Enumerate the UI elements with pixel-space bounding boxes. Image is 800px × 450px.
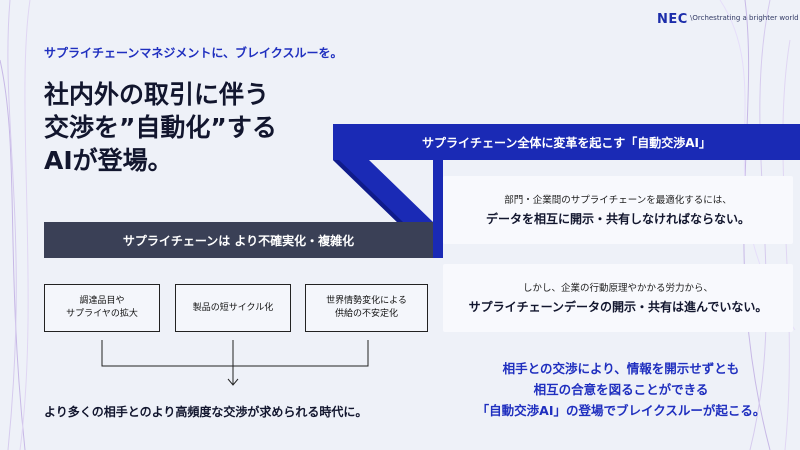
headline-line-2: 交渉を”自動化”する <box>44 113 277 142</box>
band-top-label: サプライチェーン全体に変革を起こす「自動交渉AI」 <box>422 135 711 150</box>
band-joint <box>433 160 443 258</box>
factor-box-supply-instability: 世界情勢変化による 供給の不安定化 <box>305 284 428 332</box>
bottom-statement: より多くの相手とのより高頻度な交渉が求められる時代に。 <box>44 405 368 419</box>
headline-line-3: AIが登場。 <box>44 146 173 175</box>
nec-logo: NEC <box>657 12 688 27</box>
info-card-1-line-2: データを相互に開示・共有しなければならない。 <box>485 212 750 226</box>
kicker-text: サプライチェーンマネジメントに、ブレイクスルーを。 <box>44 46 343 60</box>
info-card-2-line-1: しかし、企業の行動原理やかかる労力から、 <box>522 283 713 294</box>
band-connector <box>333 160 433 222</box>
headline-line-1: 社内外の取引に伴う <box>44 80 270 109</box>
conclusion-line-3: 「自動交渉AI」の登場でブレイクスルーが起こる。 <box>476 403 766 418</box>
brand-tagline: \Orchestrating a brighter world <box>690 14 799 22</box>
conclusion-text: 相手との交渉により、情報を開示せずとも 相互の合意を図ることができる 「自動交渉… <box>446 358 796 421</box>
automated-negotiation-band: サプライチェーン全体に変革を起こす「自動交渉AI」 <box>333 124 800 160</box>
headline: 社内外の取引に伴う 交渉を”自動化”する AIが登場。 <box>44 78 364 177</box>
factor-box-procurement: 調達品目や サプライヤの拡大 <box>44 284 160 332</box>
info-card-1-line-1: 部門・企業間のサプライチェーンを最適化するには、 <box>504 195 732 206</box>
band-left-label: サプライチェーンは より不確実化・複雑化 <box>122 233 355 248</box>
convergence-arrow <box>101 340 369 386</box>
info-card-1: 部門・企業間のサプライチェーンを最適化するには、 データを相互に開示・共有しなけ… <box>443 176 793 244</box>
conclusion-line-1: 相手との交渉により、情報を開示せずとも <box>502 361 740 376</box>
factor-box-short-cycle: 製品の短サイクル化 <box>175 284 291 332</box>
conclusion-line-2: 相互の合意を図ることができる <box>533 382 709 397</box>
info-card-2-line-2: サプライチェーンデータの開示・共有は進んでいない。 <box>468 300 768 314</box>
supply-chain-band: サプライチェーンは より不確実化・複雑化 <box>44 222 433 258</box>
info-card-2: しかし、企業の行動原理やかかる労力から、 サプライチェーンデータの開示・共有は進… <box>443 264 793 332</box>
